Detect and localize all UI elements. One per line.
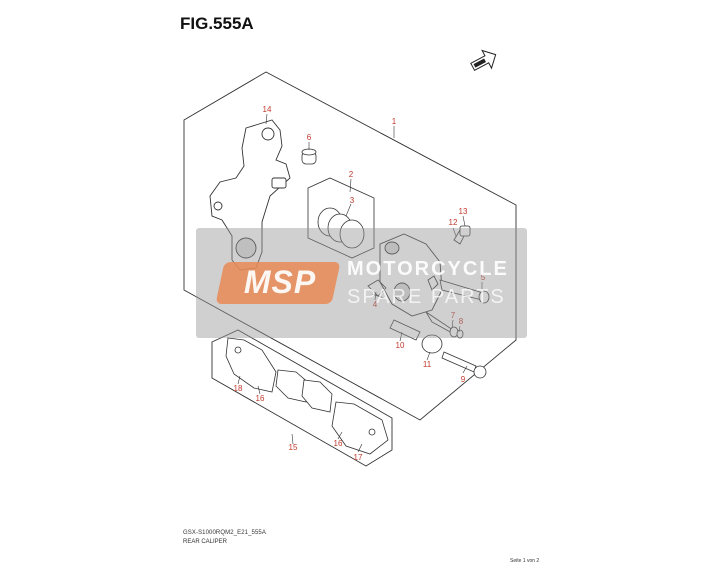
caliper-assembly-frame [183,71,517,421]
piston [317,207,365,249]
watermark-line-2: SPARE PARTS [347,286,506,308]
sleeve-and-bolt [389,319,487,379]
callout-14: 14 [263,105,272,114]
callout-1: 1 [392,117,397,126]
caliper-housing [379,233,443,317]
figure-title: FIG.555A [180,14,254,33]
watermark-line-1: MOTORCYCLE [347,258,509,280]
brake-pads [225,337,389,455]
callout-10: 10 [396,341,405,350]
callout-5: 5 [481,273,486,282]
callout-16a: 16 [256,394,265,403]
fwd-arrow-icon [470,49,497,72]
callout-2: 2 [349,170,354,179]
callout-9: 9 [461,375,466,384]
pad-spring [367,279,387,299]
callout-8: 8 [459,317,464,326]
slide-pin [439,279,490,304]
page-indicator: Seite 1 von 2 [510,558,540,564]
callout-16b: 16 [334,439,343,448]
callout-4: 4 [373,300,378,309]
model-code: GSX-S1000RQM2_E21_555A [183,530,266,536]
dust-boot [425,311,464,339]
part-group-name: REAR CALIPER [183,539,228,545]
callouts: 1 2 3 4 5 6 7 8 9 10 11 12 13 14 15 16 1… [234,105,486,462]
leader-lines [237,113,483,453]
callout-18: 18 [234,384,243,393]
callout-13: 13 [459,207,468,216]
watermark-logo-text: MSP [243,264,317,300]
fwd-label: FWD [472,67,485,78]
pad-group-frame [211,329,393,467]
callout-15: 15 [289,443,298,452]
callout-12: 12 [449,218,458,227]
callout-6: 6 [307,133,312,142]
callout-7: 7 [451,311,456,320]
piston-group-frame [307,177,375,259]
caliper-bracket [209,119,291,271]
callout-3: 3 [350,196,355,205]
callout-17: 17 [354,453,363,462]
callout-11: 11 [423,360,432,369]
bleeder-cap [301,148,317,165]
